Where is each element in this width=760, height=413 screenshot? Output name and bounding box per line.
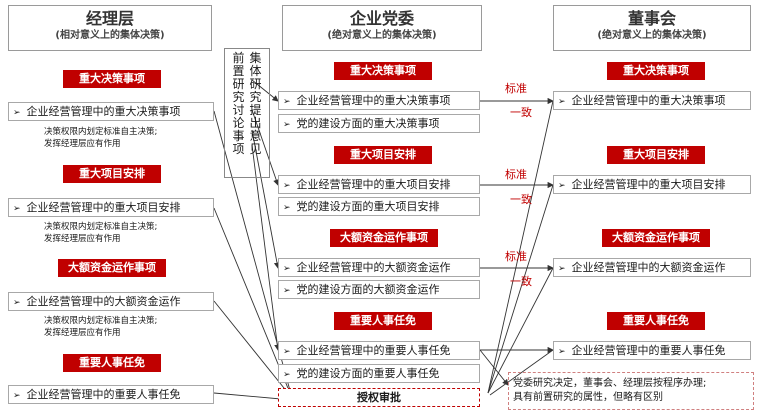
board-subtitle: (绝对意义上的集体决策) [597, 30, 707, 41]
item-label: 党的建设方面的重大项目安排 [296, 200, 440, 213]
note-line: 决策权限内划定标准自主决策; [44, 316, 158, 326]
bullet-arrow-icon: ➢ [13, 391, 21, 401]
party-title: 企业党委 [349, 9, 414, 28]
party-group-header: 大额资金运作事项 [330, 229, 438, 247]
consistency-label-same: 一致 [510, 275, 532, 288]
manager-group-header: 重大决策事项 [63, 70, 161, 88]
bullet-arrow-icon: ➢ [283, 286, 291, 296]
item-label: 企业经营管理中的大额资金运作 [26, 295, 181, 308]
bullet-arrow-icon: ➢ [558, 264, 566, 274]
item-label: 企业经营管理中的重大决策事项 [26, 105, 181, 118]
bullet-arrow-icon: ➢ [558, 347, 566, 357]
pre-study-vertical-box: 前置研究讨论事项集体研究提出意见 [224, 48, 270, 178]
bullet-arrow-icon: ➢ [283, 181, 291, 191]
party-item-business: ➢ 企业经营管理中的大额资金运作 [278, 258, 480, 277]
bullet-arrow-icon: ➢ [283, 264, 291, 274]
party-item-building: ➢ 党的建设方面的重大决策事项 [278, 114, 480, 133]
board-item: ➢ 企业经营管理中的大额资金运作 [553, 258, 751, 277]
bottom-note-line: 党委研究决定，董事会、经理层按程序办理; [513, 378, 707, 389]
board-item: ➢ 企业经营管理中的重大项目安排 [553, 175, 751, 194]
consistency-label-standard: 标准 [505, 168, 527, 181]
board-item: ➢ 企业经营管理中的重要人事任免 [553, 341, 751, 360]
bullet-arrow-icon: ➢ [13, 108, 21, 118]
manager-group-header: 重大项目安排 [63, 165, 161, 183]
bottom-note-line: 具有前置研究的属性，但略有区别 [513, 392, 663, 403]
item-label: 党的建设方面的重大决策事项 [296, 117, 440, 130]
item-label: 企业经营管理中的重大项目安排 [296, 178, 451, 191]
board-title: 董事会 [627, 9, 676, 28]
authorization-label: 授权审批 [357, 391, 401, 404]
item-label: 企业经营管理中的重要人事任免 [296, 344, 451, 357]
bullet-arrow-icon: ➢ [283, 370, 291, 380]
note-line: 发挥经理层应有作用 [44, 139, 121, 149]
consistency-label-same: 一致 [510, 106, 532, 119]
manager-note: 决策权限内划定标准自主决策; 发挥经理层应有作用 [44, 221, 157, 245]
manager-group-header: 重要人事任免 [63, 354, 161, 372]
item-label: 企业经营管理中的重大决策事项 [296, 94, 451, 107]
note-line: 决策权限内划定标准自主决策; [44, 127, 158, 137]
party-group-header: 重大项目安排 [334, 146, 432, 164]
board-header: 董事会 (绝对意义上的集体决策) [553, 5, 751, 51]
manager-item: ➢ 企业经营管理中的重要人事任免 [8, 385, 214, 404]
bottom-note-box: 党委研究决定，董事会、经理层按程序办理; 具有前置研究的属性，但略有区别 [508, 372, 754, 410]
note-line: 决策权限内划定标准自主决策; [44, 222, 158, 232]
bullet-arrow-icon: ➢ [283, 97, 291, 107]
bullet-arrow-icon: ➢ [13, 298, 21, 308]
consistency-label-same: 一致 [510, 193, 532, 206]
party-subtitle: (绝对意义上的集体决策) [327, 30, 437, 41]
item-label: 党的建设方面的重要人事任免 [296, 367, 440, 380]
bullet-arrow-icon: ➢ [558, 97, 566, 107]
item-label: 企业经营管理中的大额资金运作 [571, 261, 726, 274]
board-item: ➢ 企业经营管理中的重大决策事项 [553, 91, 751, 110]
consistency-label-standard: 标准 [505, 250, 527, 263]
item-label: 企业经营管理中的重要人事任免 [26, 388, 181, 401]
manager-item: ➢ 企业经营管理中的重大项目安排 [8, 198, 214, 217]
party-item-business: ➢ 企业经营管理中的重要人事任免 [278, 341, 480, 360]
party-item-business: ➢ 企业经营管理中的重大项目安排 [278, 175, 480, 194]
party-group-header: 重要人事任免 [334, 312, 432, 330]
bullet-arrow-icon: ➢ [283, 203, 291, 213]
vertical-left-text: 前置研究讨论事项 [232, 51, 245, 156]
manager-note: 决策权限内划定标准自主决策; 发挥经理层应有作用 [44, 315, 157, 339]
board-group-header: 大额资金运作事项 [602, 229, 710, 247]
party-header: 企业党委 (绝对意义上的集体决策) [282, 5, 482, 51]
bullet-arrow-icon: ➢ [13, 204, 21, 214]
manager-note: 决策权限内划定标准自主决策; 发挥经理层应有作用 [44, 126, 157, 150]
item-label: 企业经营管理中的重要人事任免 [571, 344, 726, 357]
note-line: 发挥经理层应有作用 [44, 234, 121, 244]
note-line: 发挥经理层应有作用 [44, 328, 121, 338]
party-item-building: ➢ 党的建设方面的重要人事任免 [278, 364, 480, 383]
item-label: 企业经营管理中的重大项目安排 [26, 201, 181, 214]
item-label: 企业经营管理中的重大决策事项 [571, 94, 726, 107]
item-label: 企业经营管理中的重大项目安排 [571, 178, 726, 191]
manager-item: ➢ 企业经营管理中的重大决策事项 [8, 102, 214, 121]
vertical-right-text: 集体研究提出意见 [249, 51, 262, 156]
item-label: 企业经营管理中的大额资金运作 [296, 261, 451, 274]
party-group-header: 重大决策事项 [334, 62, 432, 80]
party-item-building: ➢ 党的建设方面的大额资金运作 [278, 280, 480, 299]
manager-subtitle: (相对意义上的集体决策) [55, 30, 165, 41]
consistency-label-standard: 标准 [505, 82, 527, 95]
party-item-building: ➢ 党的建设方面的重大项目安排 [278, 197, 480, 216]
bullet-arrow-icon: ➢ [283, 347, 291, 357]
bullet-arrow-icon: ➢ [558, 181, 566, 191]
board-group-header: 重大决策事项 [607, 62, 705, 80]
board-group-header: 重要人事任免 [607, 312, 705, 330]
manager-item: ➢ 企业经营管理中的大额资金运作 [8, 292, 214, 311]
item-label: 党的建设方面的大额资金运作 [296, 283, 440, 296]
manager-header: 经理层 (相对意义上的集体决策) [8, 5, 212, 51]
board-group-header: 重大项目安排 [607, 146, 705, 164]
manager-group-header: 大额资金运作事项 [58, 259, 166, 277]
party-item-business: ➢ 企业经营管理中的重大决策事项 [278, 91, 480, 110]
bullet-arrow-icon: ➢ [283, 120, 291, 130]
authorization-approval-box: 授权审批 [278, 388, 480, 407]
manager-title: 经理层 [85, 9, 134, 28]
